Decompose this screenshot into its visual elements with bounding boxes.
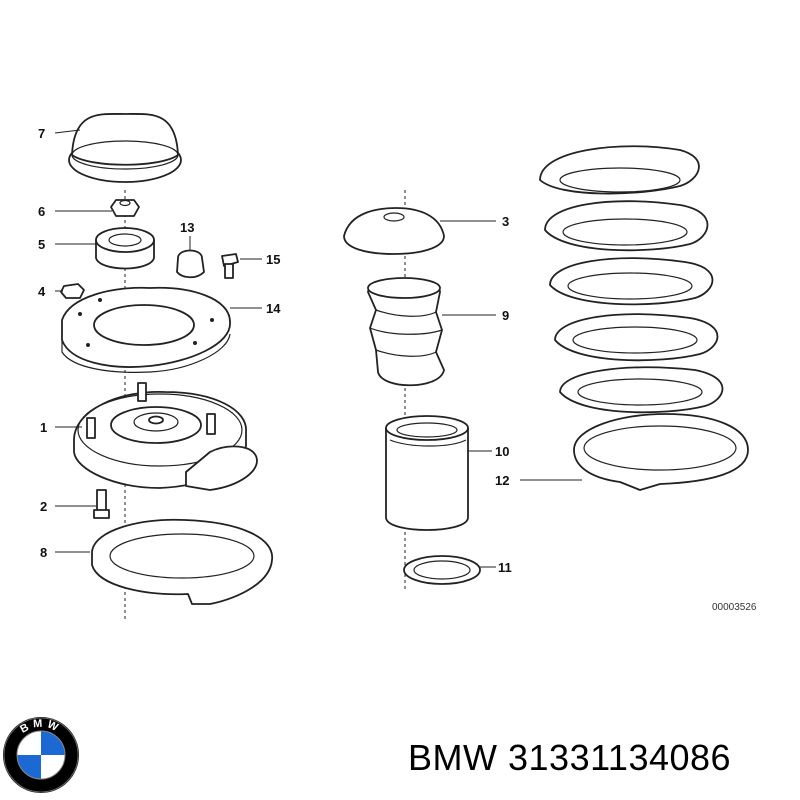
part-15-bolt (221, 253, 239, 279)
callout-10: 10 (495, 444, 509, 459)
part-9-bump-stop (367, 277, 445, 387)
leader-lines (54, 129, 582, 568)
callout-3: 3 (502, 214, 509, 229)
part-5-bearing (95, 227, 155, 270)
part-8-spring-pad (91, 518, 273, 605)
callout-13: 13 (180, 220, 194, 235)
part-7-dust-cap (68, 113, 182, 183)
callout-2: 2 (40, 499, 47, 514)
part-4-nut (60, 283, 85, 299)
callout-14: 14 (266, 301, 281, 316)
part-1-strut-mount (73, 382, 258, 491)
callout-9: 9 (502, 308, 509, 323)
part-coil-spring (539, 145, 724, 414)
callout-8: 8 (40, 545, 47, 560)
part-13-cap (176, 249, 205, 279)
callout-4: 4 (38, 284, 46, 299)
part-3-washer (343, 207, 445, 255)
callout-5: 5 (38, 237, 45, 252)
callout-15: 15 (266, 252, 280, 267)
part-11-clamp-ring (403, 555, 481, 585)
part-number: 31331134086 (508, 737, 732, 778)
callout-7: 7 (38, 126, 45, 141)
part-6-nut (110, 199, 140, 217)
brand-part-number-label: BMW 31331134086 (408, 737, 731, 779)
callout-1: 1 (40, 420, 47, 435)
part-10-dust-boot (385, 415, 469, 531)
part-2-bolt (93, 489, 110, 519)
brand-name: BMW (408, 737, 498, 778)
bmw-logo: BMW (3, 717, 79, 793)
callout-12: 12 (495, 473, 509, 488)
callout-11: 11 (498, 560, 512, 575)
drawing-reference-number: 00003526 (712, 602, 757, 613)
part-12-spring-pad (573, 413, 749, 491)
part-14-plate (61, 286, 231, 373)
callout-6: 6 (38, 204, 45, 219)
